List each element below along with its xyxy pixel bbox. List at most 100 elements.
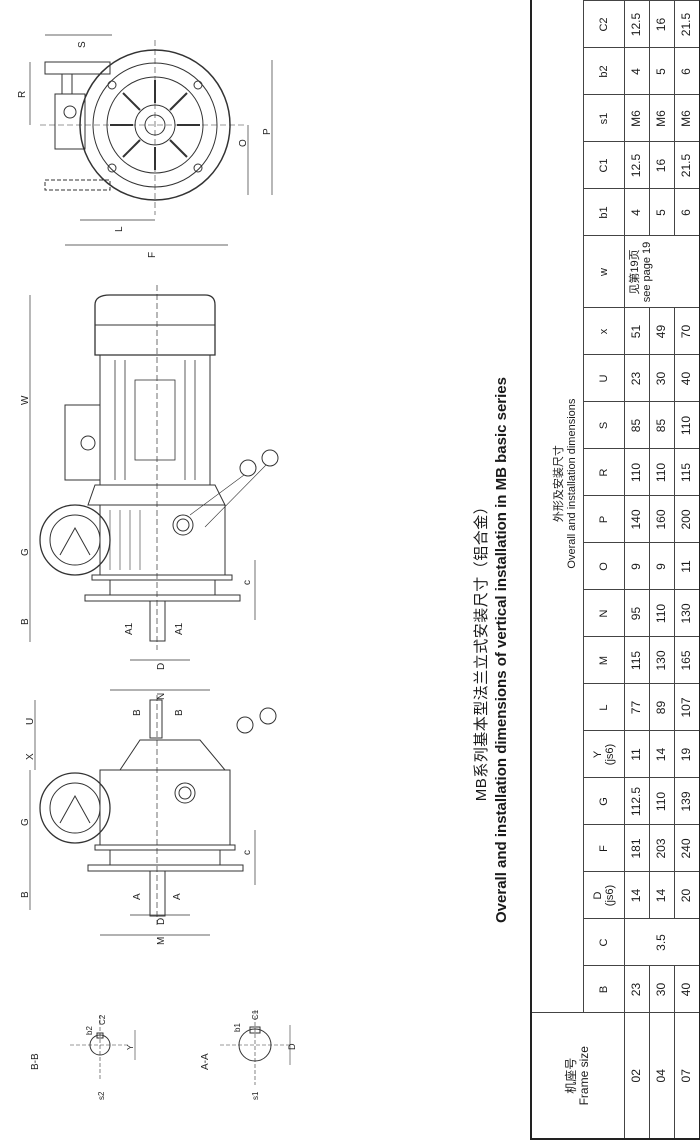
column-header-D: D (js6): [583, 872, 625, 919]
cell-D: 14: [624, 872, 650, 919]
cell-O: 9: [624, 543, 650, 590]
cell-P: 200: [674, 496, 700, 543]
column-header-b2: b2: [583, 48, 625, 95]
dim-label: R: [17, 91, 28, 98]
frame-size-label-en: Frame size: [577, 1046, 591, 1106]
dim-label: s1: [251, 1091, 260, 1100]
cell-N: 95: [624, 590, 650, 637]
cell-s2: M6: [624, 0, 650, 1]
dim-label: b2: [85, 1026, 94, 1035]
section-label: A-A: [200, 1053, 211, 1070]
column-header-N: N: [583, 590, 625, 637]
dim-label: O: [238, 139, 249, 147]
cell-B: 40: [674, 966, 700, 1013]
dim-label: F: [147, 252, 158, 258]
dim-label: A: [132, 893, 143, 900]
cell-L: 89: [649, 684, 675, 731]
column-header-C1: C1: [583, 142, 625, 189]
cell-C1: 16: [649, 142, 675, 189]
cell-s1: M6: [624, 95, 650, 142]
column-header-U: U: [583, 355, 625, 402]
cell-U: 23: [624, 355, 650, 402]
cell-s2: M6: [649, 0, 675, 1]
cell-s1: M6: [674, 95, 700, 142]
column-header-s1: s1: [583, 95, 625, 142]
column-header-G: G: [583, 778, 625, 825]
dim-label: P: [262, 128, 273, 135]
cell-R: 110: [624, 449, 650, 496]
dim-label: W: [20, 395, 31, 405]
cell-b1: 5: [649, 189, 675, 236]
column-header-R: R: [583, 449, 625, 496]
cell-F: 203: [649, 825, 675, 872]
cell-S: 85: [624, 402, 650, 449]
column-header-C2: C2: [583, 1, 625, 48]
dim-label: B: [20, 618, 31, 625]
dim-label: G: [20, 818, 31, 826]
dim-label: s2: [97, 1091, 106, 1100]
dim-label: D: [156, 663, 167, 670]
cell-U: 40: [674, 355, 700, 402]
dim-label: B: [20, 891, 31, 898]
cell-P: 160: [649, 496, 675, 543]
dim-label: C2: [98, 1014, 107, 1025]
section-label: B-B: [30, 1053, 41, 1070]
cell-frame: 07: [674, 1013, 700, 1139]
cell-b2: 6: [674, 48, 700, 95]
cell-M: 115: [624, 637, 650, 684]
cell-Y: 14: [649, 731, 675, 778]
section-views: [70, 1010, 291, 1085]
column-header-P: P: [583, 496, 625, 543]
dim-label: b1: [233, 1023, 242, 1032]
column-header-O: O: [583, 543, 625, 590]
cell-F: 240: [674, 825, 700, 872]
cell-Y: 11: [624, 731, 650, 778]
cell-O: 9: [649, 543, 675, 590]
group-header-cn: 外形及安装尺寸: [552, 445, 565, 523]
column-header-M: M: [583, 637, 625, 684]
column-header-F: F: [583, 825, 625, 872]
cell-C2: 21.5: [674, 1, 700, 48]
cell-C1: 12.5: [624, 142, 650, 189]
dim-label: D: [287, 1043, 297, 1050]
column-header-S: S: [583, 402, 625, 449]
column-header-L: L: [583, 684, 625, 731]
cell-frame: 04: [649, 1013, 675, 1139]
column-header-s2: s2: [583, 0, 625, 1]
dim-label: c: [242, 580, 253, 585]
title-chinese: MB系列基本型法兰立式安装尺寸（铝合金）: [473, 498, 490, 802]
cell-C2: 16: [649, 1, 675, 48]
cell-B: 30: [649, 966, 675, 1013]
side-view-motor: [29, 285, 279, 691]
dim-label: U: [25, 718, 36, 725]
cell-M: 165: [674, 637, 700, 684]
dim-label: S: [77, 41, 88, 48]
front-view: [29, 34, 273, 246]
column-header-C: C: [583, 919, 625, 966]
cell-M: 130: [649, 637, 675, 684]
column-header-x: x: [583, 308, 625, 355]
column-header-w: w: [583, 236, 625, 308]
cell-R: 110: [649, 449, 675, 496]
dim-label: N: [156, 693, 167, 700]
cell-U: 30: [649, 355, 675, 402]
cell-b2: 5: [649, 48, 675, 95]
cell-N: 130: [674, 590, 700, 637]
cell-b1: 4: [624, 189, 650, 236]
cell-b2: 4: [624, 48, 650, 95]
side-view-reducer: [29, 695, 277, 936]
cell-s1: M6: [649, 95, 675, 142]
dim-label: X: [25, 753, 36, 760]
dim-label: A: [172, 893, 183, 900]
dim-label: M: [156, 937, 167, 945]
title-english: Overall and installation dimensions of v…: [493, 377, 510, 923]
cell-F: 181: [624, 825, 650, 872]
